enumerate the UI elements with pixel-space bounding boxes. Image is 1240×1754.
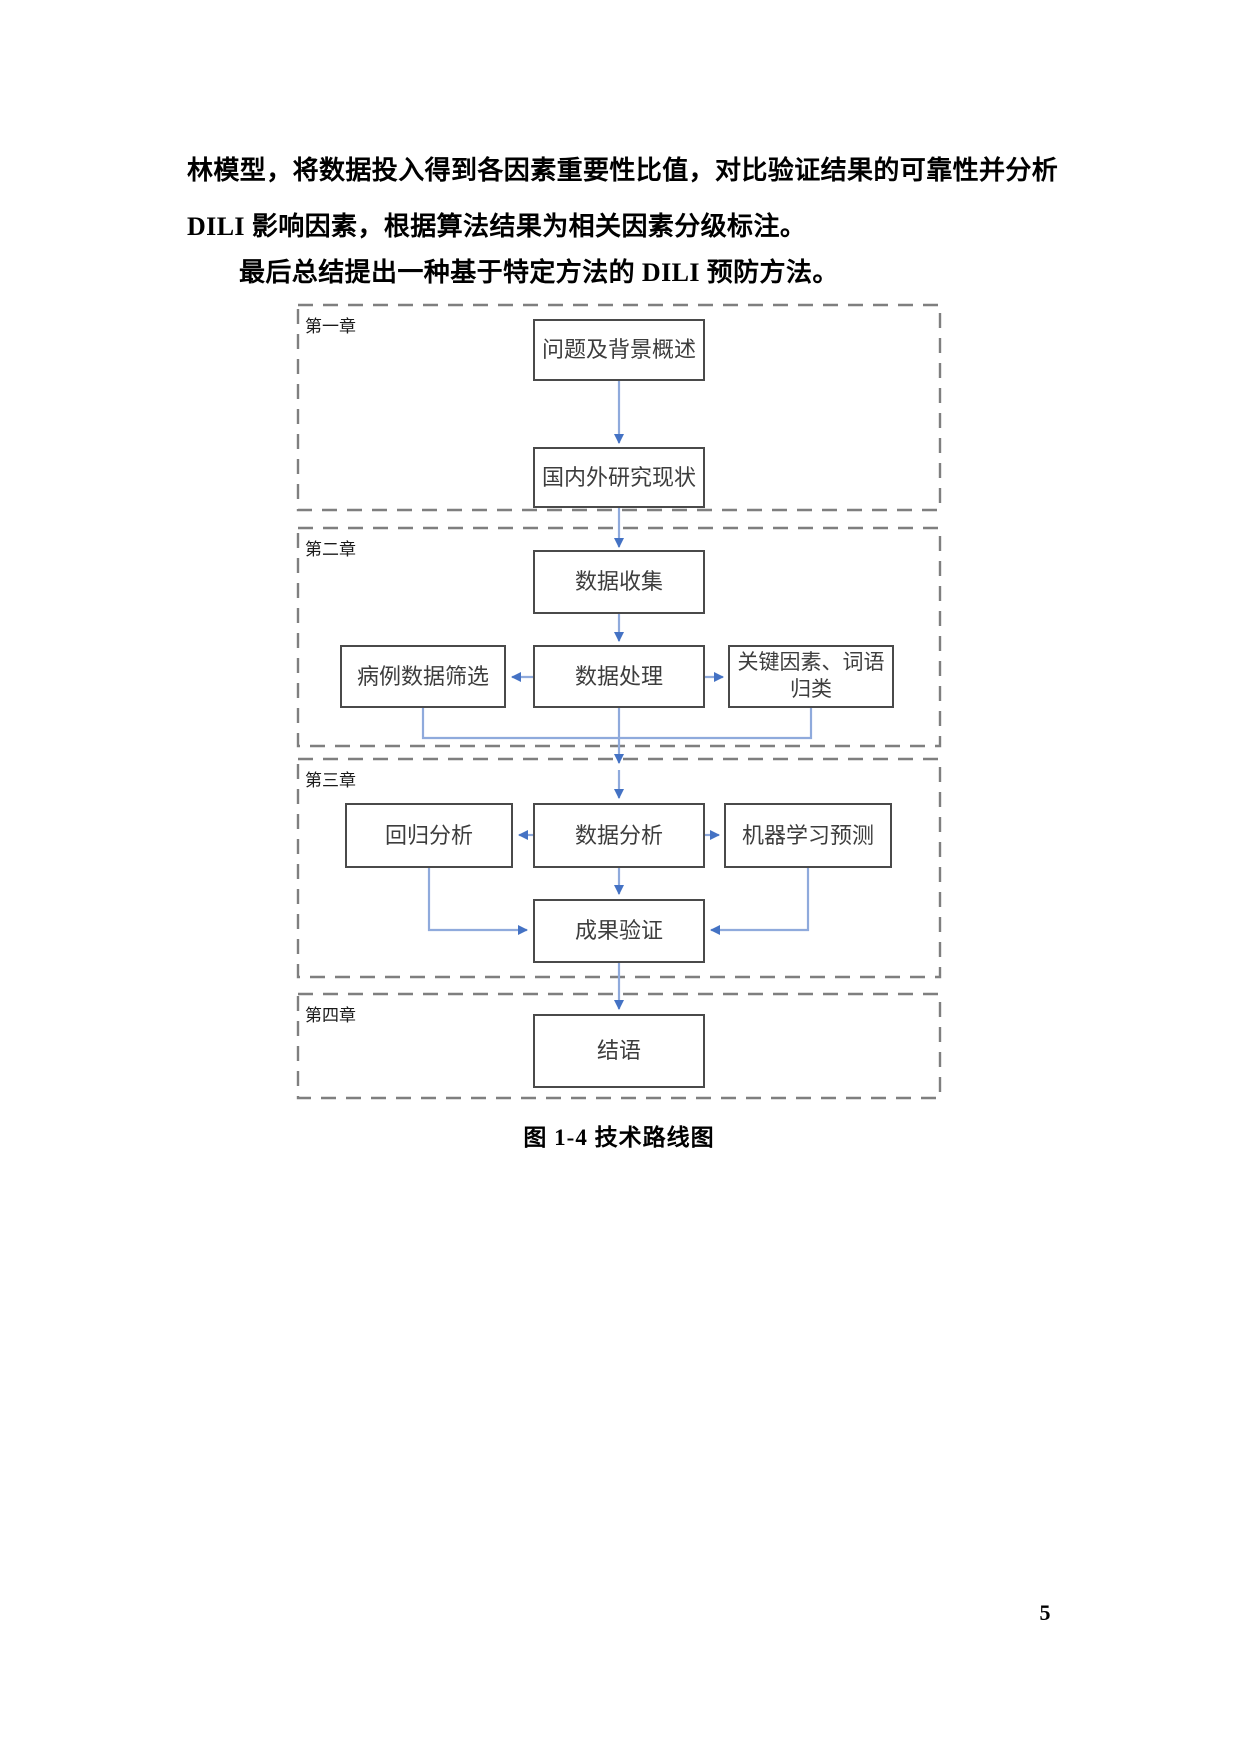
chapter-label-1: 第一章: [302, 312, 359, 337]
chapter-label-4: 第四章: [302, 1001, 359, 1026]
paragraph-line-3: 最后总结提出一种基于特定方法的 DILI 预防方法。: [239, 258, 839, 287]
chapter-label-3: 第三章: [302, 766, 359, 791]
node-data-processing: 数据处理: [533, 645, 705, 708]
node-ml-prediction: 机器学习预测: [724, 803, 892, 868]
node-validation: 成果验证: [533, 899, 705, 963]
merge-line-keyfactors: [619, 708, 813, 740]
arrow-regression-to-validation: [427, 868, 528, 935]
node-research-status: 国内外研究现状: [533, 447, 705, 508]
figure-caption: 图 1-4 技术路线图: [523, 1125, 715, 1150]
chapter-label-2: 第二章: [302, 535, 359, 560]
node-data-collection: 数据收集: [533, 550, 705, 614]
node-case-filtering: 病例数据筛选: [340, 645, 506, 708]
page-number: 5: [1039, 1600, 1051, 1625]
arrow-ml-to-validation: [710, 868, 810, 935]
node-data-analysis: 数据分析: [533, 803, 705, 868]
node-regression: 回归分析: [345, 803, 513, 868]
paragraph-line-2: DILI 影响因素，根据算法结果为相关因素分级标注。: [187, 212, 807, 241]
node-problem-overview: 问题及背景概述: [533, 319, 705, 381]
node-conclusion: 结语: [533, 1014, 705, 1088]
paragraph-line-1: 林模型，将数据投入得到各因素重要性比值，对比验证结果的可靠性并分析: [187, 156, 1059, 185]
node-key-factors: 关键因素、词语 归类: [728, 645, 894, 708]
merge-line-filtering: [421, 708, 619, 740]
